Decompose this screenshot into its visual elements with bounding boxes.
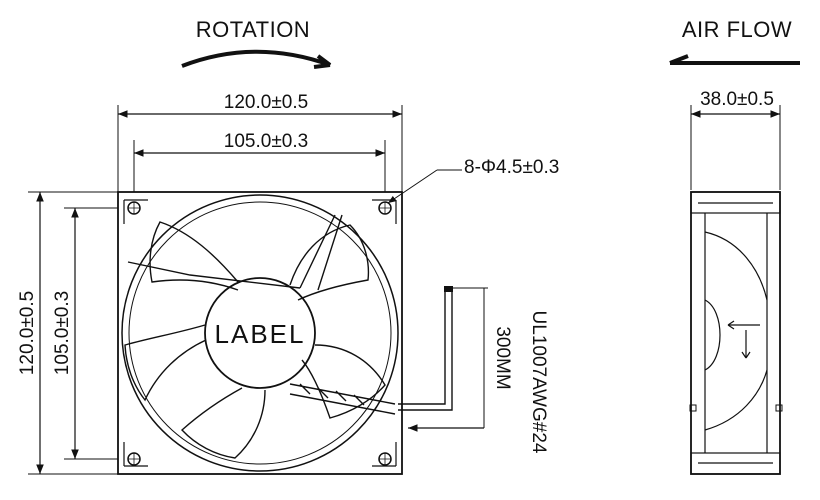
wire-end [444,286,453,292]
outer-height-text: 120.0±0.5 [17,291,38,375]
fan-side-view [689,191,783,475]
hole-pitch-height-text: 105.0±0.3 [52,291,73,375]
rotation-arrow [181,49,332,69]
wire-spec-text: UL1007AWG#24 [528,311,549,454]
thickness-text: 38.0±0.5 [700,89,774,110]
mount-hole [127,201,141,215]
outer-width-dimension: 120.0±0.5 [117,92,403,192]
mount-hole [378,201,392,215]
center-label: LABEL [215,319,306,349]
airflow-label: AIR FLOW [682,17,792,42]
lead-wire: 300MM UL1007AWG#24 [398,286,549,454]
thickness-dimension: 38.0±0.5 [690,89,781,190]
outer-width-text: 120.0±0.5 [224,92,308,113]
fan-hub [204,277,316,389]
mount-hole [127,452,141,466]
fan-front-view: LABEL [117,191,403,475]
airflow-arrow [669,54,800,65]
rotation-label: ROTATION [196,17,310,42]
mount-hole-callout: 8-Φ4.5±0.3 [387,157,559,204]
fan-blades [124,221,386,459]
mount-holes-text: 8-Φ4.5±0.3 [464,157,559,178]
hole-pitch-height-dimension: 105.0±0.3 [52,207,118,460]
outer-height-dimension: 120.0±0.5 [17,191,118,475]
hole-pitch-width-dimension: 105.0±0.3 [133,131,386,192]
mount-hole [378,452,392,466]
hole-pitch-width-text: 105.0±0.3 [224,131,308,152]
wire-length-text: 300MM [492,326,513,389]
